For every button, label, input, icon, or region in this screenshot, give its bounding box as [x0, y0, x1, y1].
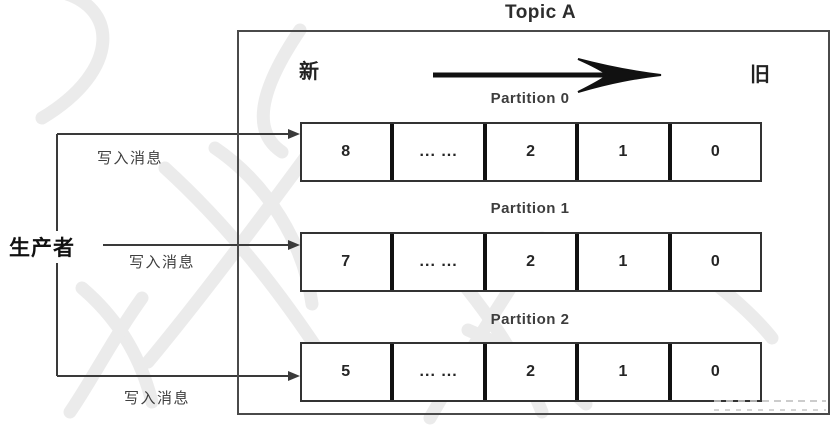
partition-cell: 5 — [341, 363, 352, 380]
partition-1-label: Partition 1 — [490, 200, 570, 217]
old-end-label: 旧 — [750, 64, 770, 86]
partition-cell: 7 — [341, 253, 352, 270]
partition-cell: 0 — [667, 124, 760, 180]
partition-cell: ... ... — [390, 124, 482, 180]
partition-cell: 8 — [341, 143, 352, 160]
partition-1-row: 7 ... ... 2 1 0 — [300, 232, 762, 292]
partition-cell: 0 — [667, 344, 760, 400]
partition-cell: 2 — [482, 234, 575, 290]
partition-cell: 1 — [575, 344, 667, 400]
write-message-label: 写入消息 — [124, 390, 191, 407]
bottom-right-artifact — [714, 399, 826, 412]
producer-label: 生产者 — [6, 231, 78, 263]
partition-0-row: 8 ... ... 2 1 0 — [300, 122, 762, 182]
partition-cell: 0 — [667, 234, 760, 290]
partition-2-label: Partition 2 — [490, 311, 570, 328]
partition-cell: 2 — [482, 344, 575, 400]
partition-cell: ... ... — [390, 344, 482, 400]
partition-cell: 1 — [575, 234, 667, 290]
write-message-label: 写入消息 — [97, 150, 164, 167]
partition-0-label: Partition 0 — [490, 90, 570, 107]
partition-cell: 2 — [482, 124, 575, 180]
new-end-label: 新 — [299, 61, 319, 83]
partition-2-row: 5 ... ... 2 1 0 — [300, 342, 762, 402]
topic-title: Topic A — [505, 2, 577, 23]
write-message-label: 写入消息 — [129, 254, 196, 271]
partition-cell: 1 — [575, 124, 667, 180]
partition-cell: ... ... — [390, 234, 482, 290]
